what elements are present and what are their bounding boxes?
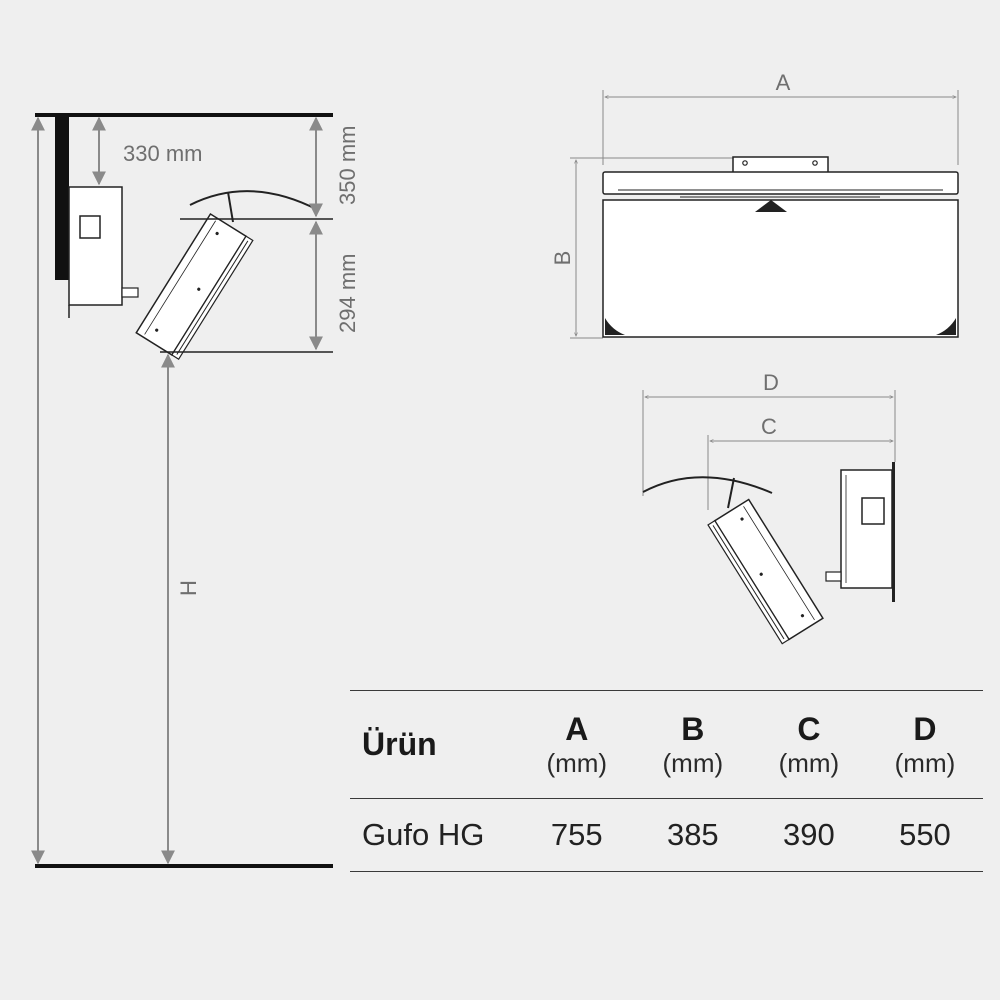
wall-bar (55, 115, 69, 280)
column-header-d: D (mm) (867, 711, 983, 779)
side-view-detail: D C (642, 370, 896, 645)
wall-plate (892, 462, 895, 602)
table-header-row: Ürün A (mm) B (mm) C (mm) D (mm) (350, 691, 983, 799)
value-cell-a: 755 (550, 817, 603, 852)
dim-350-label: 350 mm (335, 126, 360, 205)
column-header-b: B (mm) (635, 711, 751, 779)
column-header-a: A (mm) (519, 711, 635, 779)
dim-a-label: A (776, 70, 791, 95)
column-letter: D (913, 710, 937, 747)
column-unit: (mm) (894, 747, 956, 778)
dim-h-label: H (176, 580, 201, 596)
top-rail (602, 171, 959, 195)
heater-body-side (135, 212, 254, 361)
tilt-arc (642, 476, 773, 494)
product-name-cell: Gufo HG (362, 817, 485, 852)
tilt-arc (189, 190, 319, 211)
value-cell-d: 550 (899, 817, 951, 852)
tilt-tick (727, 477, 735, 509)
column-letter: C (797, 710, 821, 747)
value-cell-c: 390 (783, 817, 835, 852)
dim-294-label: 294 mm (335, 254, 360, 333)
dim-330-label: 330 mm (123, 141, 202, 166)
table-row: Gufo HG 755 385 390 550 (350, 799, 983, 872)
heater-mount-box (825, 469, 893, 589)
heater-mount-box (68, 186, 139, 318)
column-unit: (mm) (662, 747, 724, 778)
side-view: 330 mm 350 mm 294 mm H (31, 113, 360, 868)
dim-d-label: D (763, 370, 779, 395)
corner-bracket-icon (936, 318, 956, 335)
warning-triangle-icon (755, 200, 787, 212)
mount-bracket (732, 156, 829, 172)
corner-bracket-icon (605, 318, 625, 335)
column-unit: (mm) (778, 747, 840, 778)
column-unit: (mm) (546, 747, 608, 778)
value-cell-b: 385 (666, 817, 719, 852)
front-view: A B (550, 70, 959, 339)
product-header-label: Ürün (362, 726, 437, 762)
column-header-c: C (mm) (751, 711, 867, 779)
dim-b-label: B (550, 251, 575, 266)
column-letter: B (681, 710, 705, 747)
product-column-header: Ürün (350, 726, 519, 763)
heater-body-side (707, 498, 824, 645)
heater-front-panel (602, 199, 959, 338)
spec-table: Ürün A (mm) B (mm) C (mm) D (mm) Gufo HG… (350, 690, 983, 872)
column-letter: A (565, 710, 589, 747)
dim-c-label: C (761, 414, 777, 439)
tilt-tick (227, 191, 234, 223)
